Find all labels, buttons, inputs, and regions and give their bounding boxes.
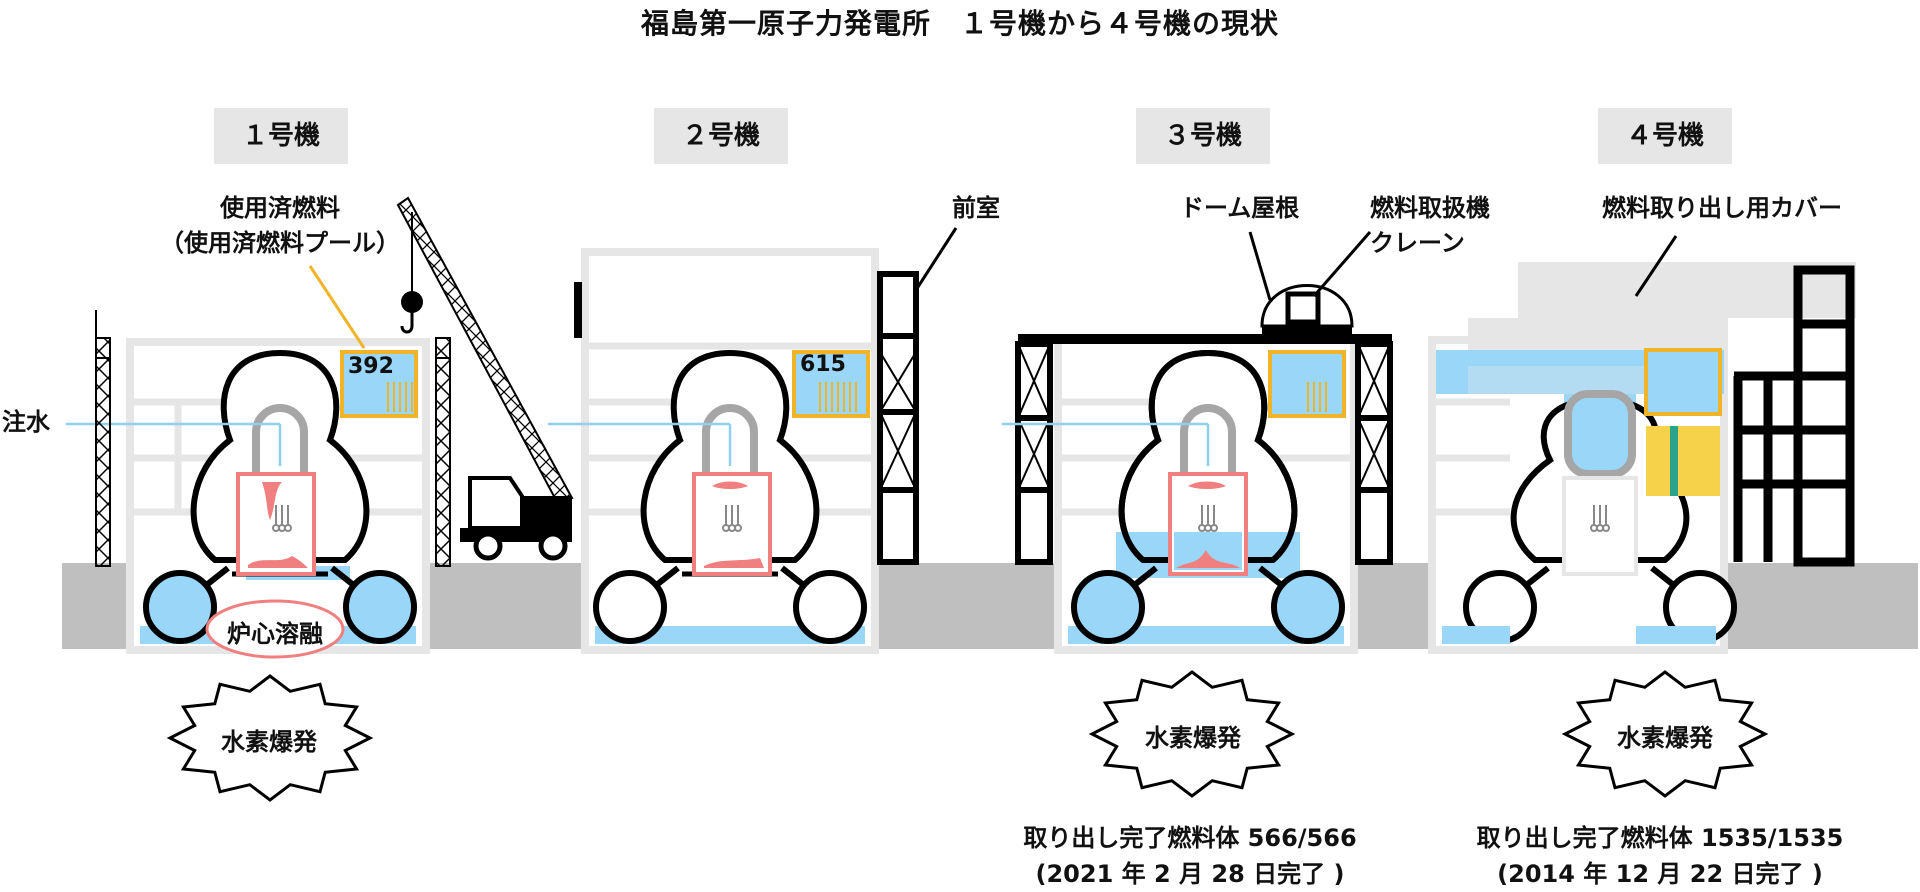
unit-4-label: ４号機 [1598, 108, 1732, 164]
page-title: 福島第一原子力発電所 １号機から４号機の現状 [640, 7, 1279, 40]
unit-4-burst-label: 水素爆発 [1617, 724, 1713, 752]
dome-roof-label: ドーム屋根 [1180, 194, 1300, 222]
unit-2-label: ２号機 [654, 108, 788, 164]
water-injection-label: 注水 [2, 408, 50, 436]
unit-4-removed: 取り出し完了燃料体 1535/1535 [1476, 824, 1844, 852]
burst-unit-4 [1561, 670, 1769, 798]
unit-4-status: 取り出し完了燃料体 1535/1535 (2014 年 12 月 22 日完了 … [1470, 820, 1850, 892]
unit-1-building [66, 196, 574, 659]
crane-label-line1: 燃料取扱機 [1370, 194, 1490, 222]
unit-3-removed: 取り出し完了燃料体 566/566 [1023, 824, 1357, 852]
unit-3-status: 取り出し完了燃料体 566/566 (2021 年 2 月 28 日完了 ) [1010, 820, 1370, 892]
unit-3-burst-label: 水素爆発 [1145, 724, 1241, 752]
unit-1-burst-label: 水素爆発 [221, 728, 317, 756]
front-room-label: 前室 [952, 194, 1000, 222]
crane-label-line2: クレーン [1370, 229, 1465, 257]
spent-fuel-subtitle: （使用済燃料プール） [160, 229, 400, 257]
unit-4-building [1428, 235, 1856, 654]
spent-fuel-label: 使用済燃料 （使用済燃料プール） [150, 188, 410, 258]
spent-fuel-title: 使用済燃料 [220, 194, 340, 222]
burst-unit-3 [1088, 670, 1296, 798]
unit-2-pool-count: 615 [800, 352, 846, 377]
unit-3-completed: (2021 年 2 月 28 日完了 ) [1035, 860, 1345, 888]
unit-1-pool-count: 392 [348, 354, 394, 379]
unit-2-building [548, 227, 958, 654]
cover-label: 燃料取り出し用カバー [1602, 194, 1842, 222]
unit-1-label: １号機 [214, 108, 348, 164]
meltdown-label: 炉心溶融 [227, 620, 323, 648]
unit-3-label: ３号機 [1136, 108, 1270, 164]
crane-label: 燃料取扱機 クレーン [1370, 188, 1490, 258]
burst-unit-1 [166, 674, 374, 802]
unit-3-building [1002, 231, 1393, 654]
unit-4-completed: (2014 年 12 月 22 日完了 ) [1497, 860, 1823, 888]
